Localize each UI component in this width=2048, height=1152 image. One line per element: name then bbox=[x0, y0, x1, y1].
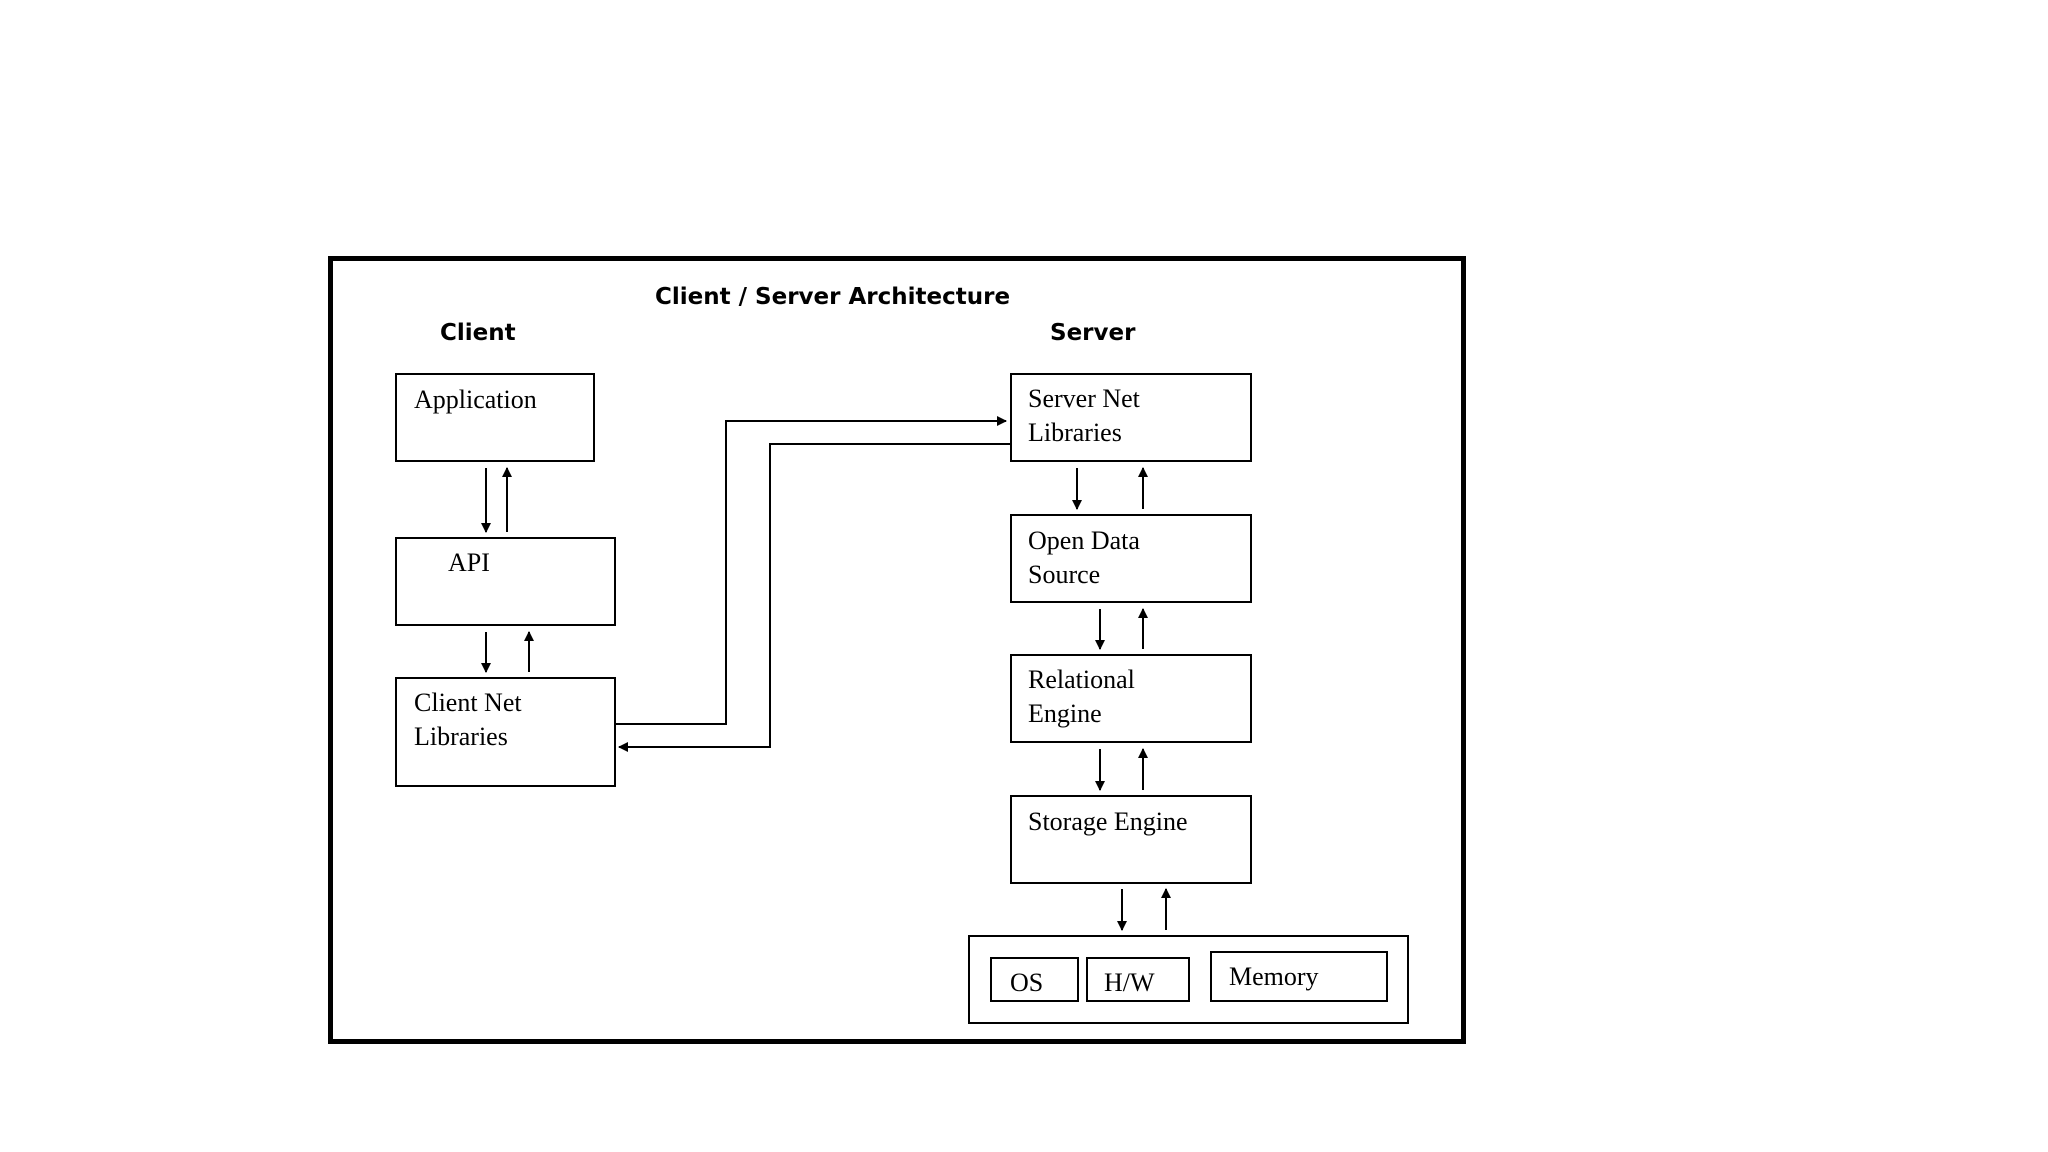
client-heading: Client bbox=[440, 320, 516, 346]
memory-label: Memory bbox=[1229, 962, 1319, 991]
api-box bbox=[395, 537, 616, 626]
open-data-source-label: Open Data Source bbox=[1028, 526, 1140, 589]
relational-engine-label: Relational Engine bbox=[1028, 665, 1135, 728]
os-box bbox=[990, 957, 1079, 1002]
client-net-libraries-box bbox=[395, 677, 616, 787]
memory-box bbox=[1210, 951, 1388, 1002]
api-label: API bbox=[448, 548, 490, 577]
hw-box bbox=[1086, 957, 1190, 1002]
server-net-libraries-label: Server Net Libraries bbox=[1028, 384, 1140, 447]
client-net-libraries-label: Client Net Libraries bbox=[414, 688, 522, 751]
application-box bbox=[395, 373, 595, 462]
storage-engine-label: Storage Engine bbox=[1028, 807, 1188, 836]
storage-engine-box bbox=[1010, 795, 1252, 884]
server-net-libraries-box bbox=[1010, 373, 1252, 462]
open-data-source-box bbox=[1010, 514, 1252, 603]
os-label: OS bbox=[1010, 968, 1044, 997]
server-heading: Server bbox=[1050, 320, 1136, 346]
relational-engine-box bbox=[1010, 654, 1252, 743]
diagram-title: Client / Server Architecture bbox=[655, 284, 1011, 310]
application-label: Application bbox=[414, 385, 537, 414]
hw-label: H/W bbox=[1104, 968, 1155, 997]
